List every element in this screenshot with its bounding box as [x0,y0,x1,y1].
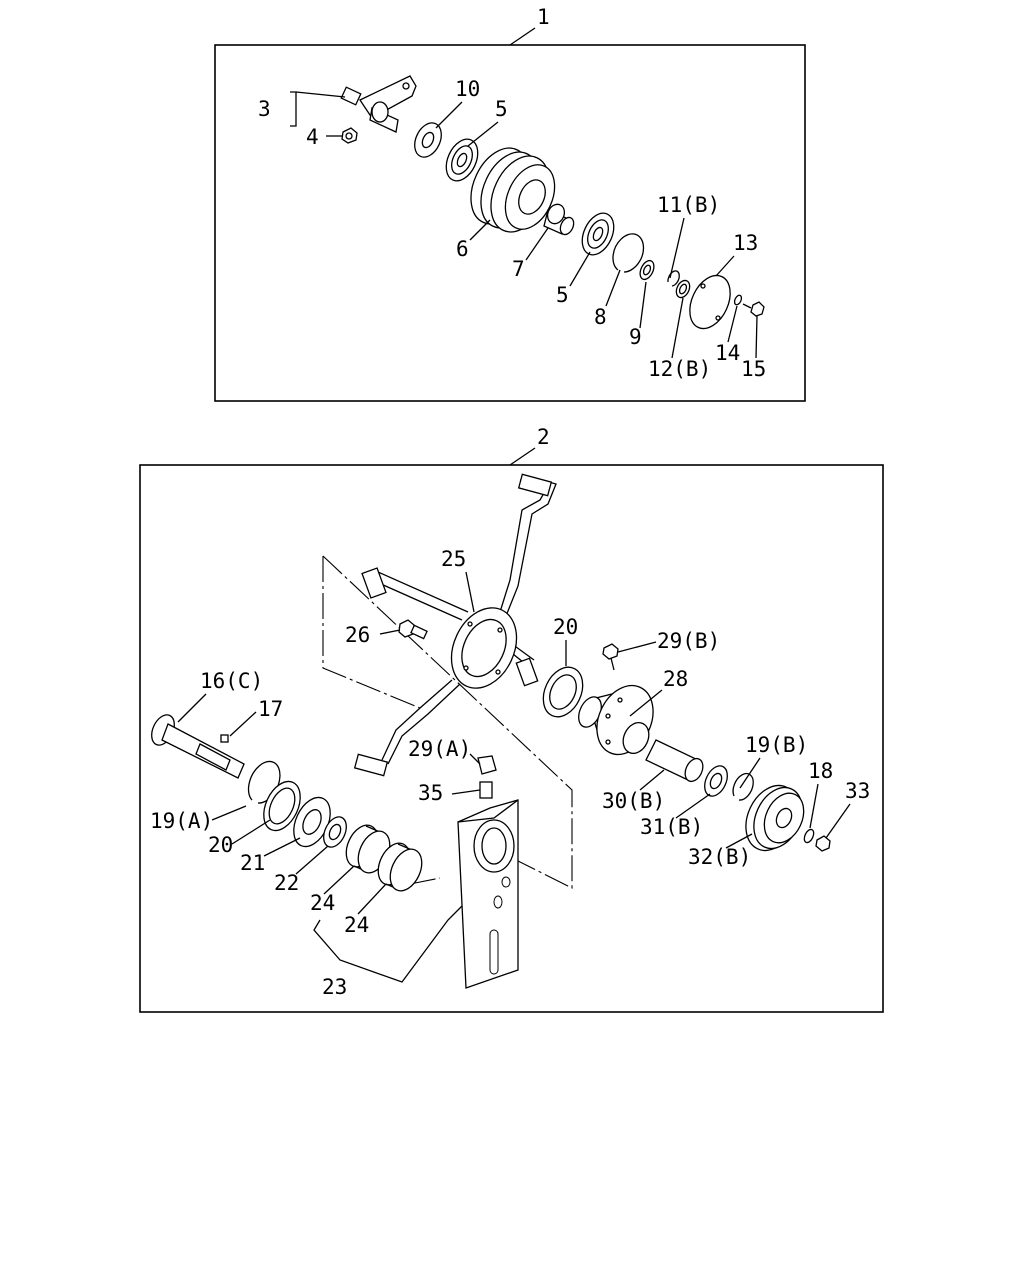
callout-5: 5 [495,97,508,121]
part-30b-collar [645,739,704,783]
part-24b-bushing [377,842,423,892]
part-17-key [220,734,229,743]
callout-24b: 24 [344,913,369,937]
callout-12b: 12(B) [648,357,711,381]
callout-21: 21 [240,851,265,875]
part-5b-bearing [581,212,615,256]
callout-14: 14 [715,341,740,365]
part-10-washer [414,122,442,158]
callout-15: 15 [741,357,766,381]
group-2-number: 2 [537,425,550,449]
callout-5b: 5 [556,283,569,307]
part-11-ring [667,270,680,287]
callout-20: 20 [553,615,578,639]
callout-23: 23 [322,975,347,999]
part-3-bracket [340,75,417,133]
callout-32b: 32(B) [688,845,751,869]
part-16c-shaft [151,714,245,779]
part-20-shim [542,666,584,718]
part-28-hub [578,684,654,756]
part-35-fitting [479,781,493,799]
part-19b-snap-ring [732,772,754,801]
callout-33: 33 [845,779,870,803]
part-29a-fitting [477,755,497,775]
part-29b-bolt [602,643,619,671]
part-14-washer [733,294,743,306]
alignment-line [322,556,421,709]
callout-16c: 16(C) [200,669,263,693]
callout-28: 28 [663,667,688,691]
callout-24: 24 [310,891,335,915]
part-7-spacer [543,203,575,236]
callout-29b: 29(B) [657,629,720,653]
callout-19b: 19(B) [745,733,808,757]
callout-8: 8 [594,305,607,329]
callout-10: 10 [455,77,480,101]
part-33-nut [815,835,831,852]
callout-17: 17 [258,697,283,721]
callout-11b: 11(B) [657,193,720,217]
part-6-pulley [470,147,556,233]
part-12-seal [675,279,691,299]
group-2-assembly: 2 [139,425,884,1013]
part-23-arm [457,799,519,989]
callout-6: 6 [456,237,469,261]
part-5-bearing [445,138,479,182]
callout-31b: 31(B) [640,815,703,839]
part-25-bracket [353,473,557,777]
callout-20b: 20 [208,833,233,857]
part-26-bolt [398,619,428,640]
callout-30b: 30(B) [602,789,665,813]
part-24-bushing [345,824,391,874]
part-15-bolt [742,301,765,317]
part-18-washer [803,828,815,844]
part-13-cover [689,274,731,330]
part-31b-bearing [704,765,728,797]
group-1-assembly: 1 [214,5,806,402]
callout-29a: 29(A) [408,737,471,761]
callout-26: 26 [345,623,370,647]
part-32b-pulley [745,784,805,852]
callout-19a: 19(A) [150,809,213,833]
part-20b-shim [263,780,301,832]
callout-4: 4 [306,125,319,149]
callout-3: 3 [258,97,271,121]
part-4-nut [341,127,358,144]
callout-22: 22 [274,871,299,895]
callout-9: 9 [629,325,642,349]
callout-25: 25 [441,547,466,571]
callout-35: 35 [418,781,443,805]
group-2-frame [139,464,884,1013]
part-8-snap-ring [612,233,645,273]
group-1-number: 1 [537,5,550,29]
callout-13: 13 [733,231,758,255]
part-9-washer [639,259,655,281]
callout-18: 18 [808,759,833,783]
callout-7: 7 [512,257,525,281]
